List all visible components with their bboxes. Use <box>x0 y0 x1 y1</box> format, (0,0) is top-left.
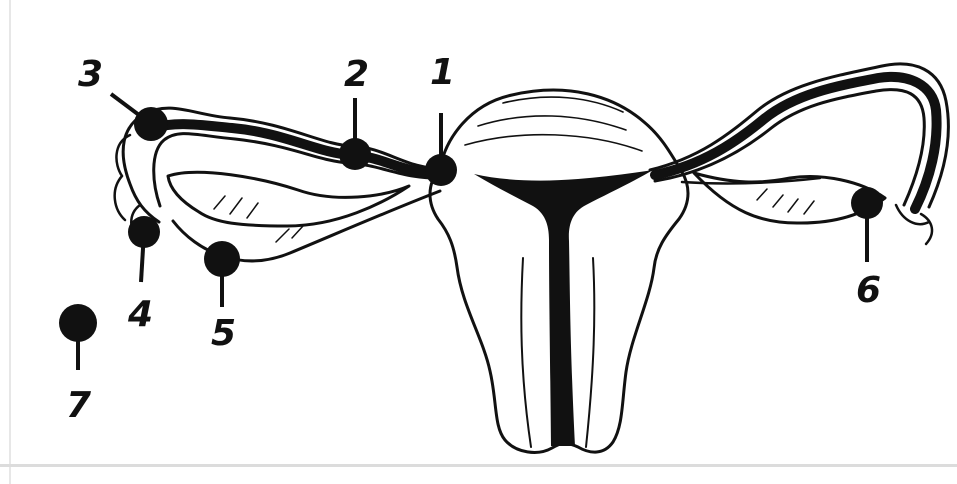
label-7-marker <box>59 304 97 342</box>
label-5: 5 <box>211 313 236 354</box>
label-6-marker <box>851 187 883 219</box>
right-fallopian-tube-outer <box>650 64 948 207</box>
left-ovary-shading <box>214 196 303 242</box>
cervix-inner-right <box>586 258 594 447</box>
label-4-marker <box>128 216 160 248</box>
label-1: 1 <box>430 52 455 93</box>
label-5-marker <box>204 241 240 277</box>
label-1-marker <box>425 154 457 186</box>
label-4: 4 <box>127 294 153 335</box>
fundus-shading <box>465 97 642 151</box>
cervix-inner-left <box>521 258 531 447</box>
label-7: 7 <box>66 385 91 426</box>
right-ovary-shading <box>757 189 814 214</box>
label-2-marker <box>339 138 371 170</box>
label-3: 3 <box>78 54 103 95</box>
label-6: 6 <box>856 270 881 311</box>
uterine-cavity <box>474 170 653 446</box>
label-3-marker <box>134 107 168 141</box>
right-tube-lumen <box>655 77 937 209</box>
label-2: 2 <box>344 54 369 95</box>
